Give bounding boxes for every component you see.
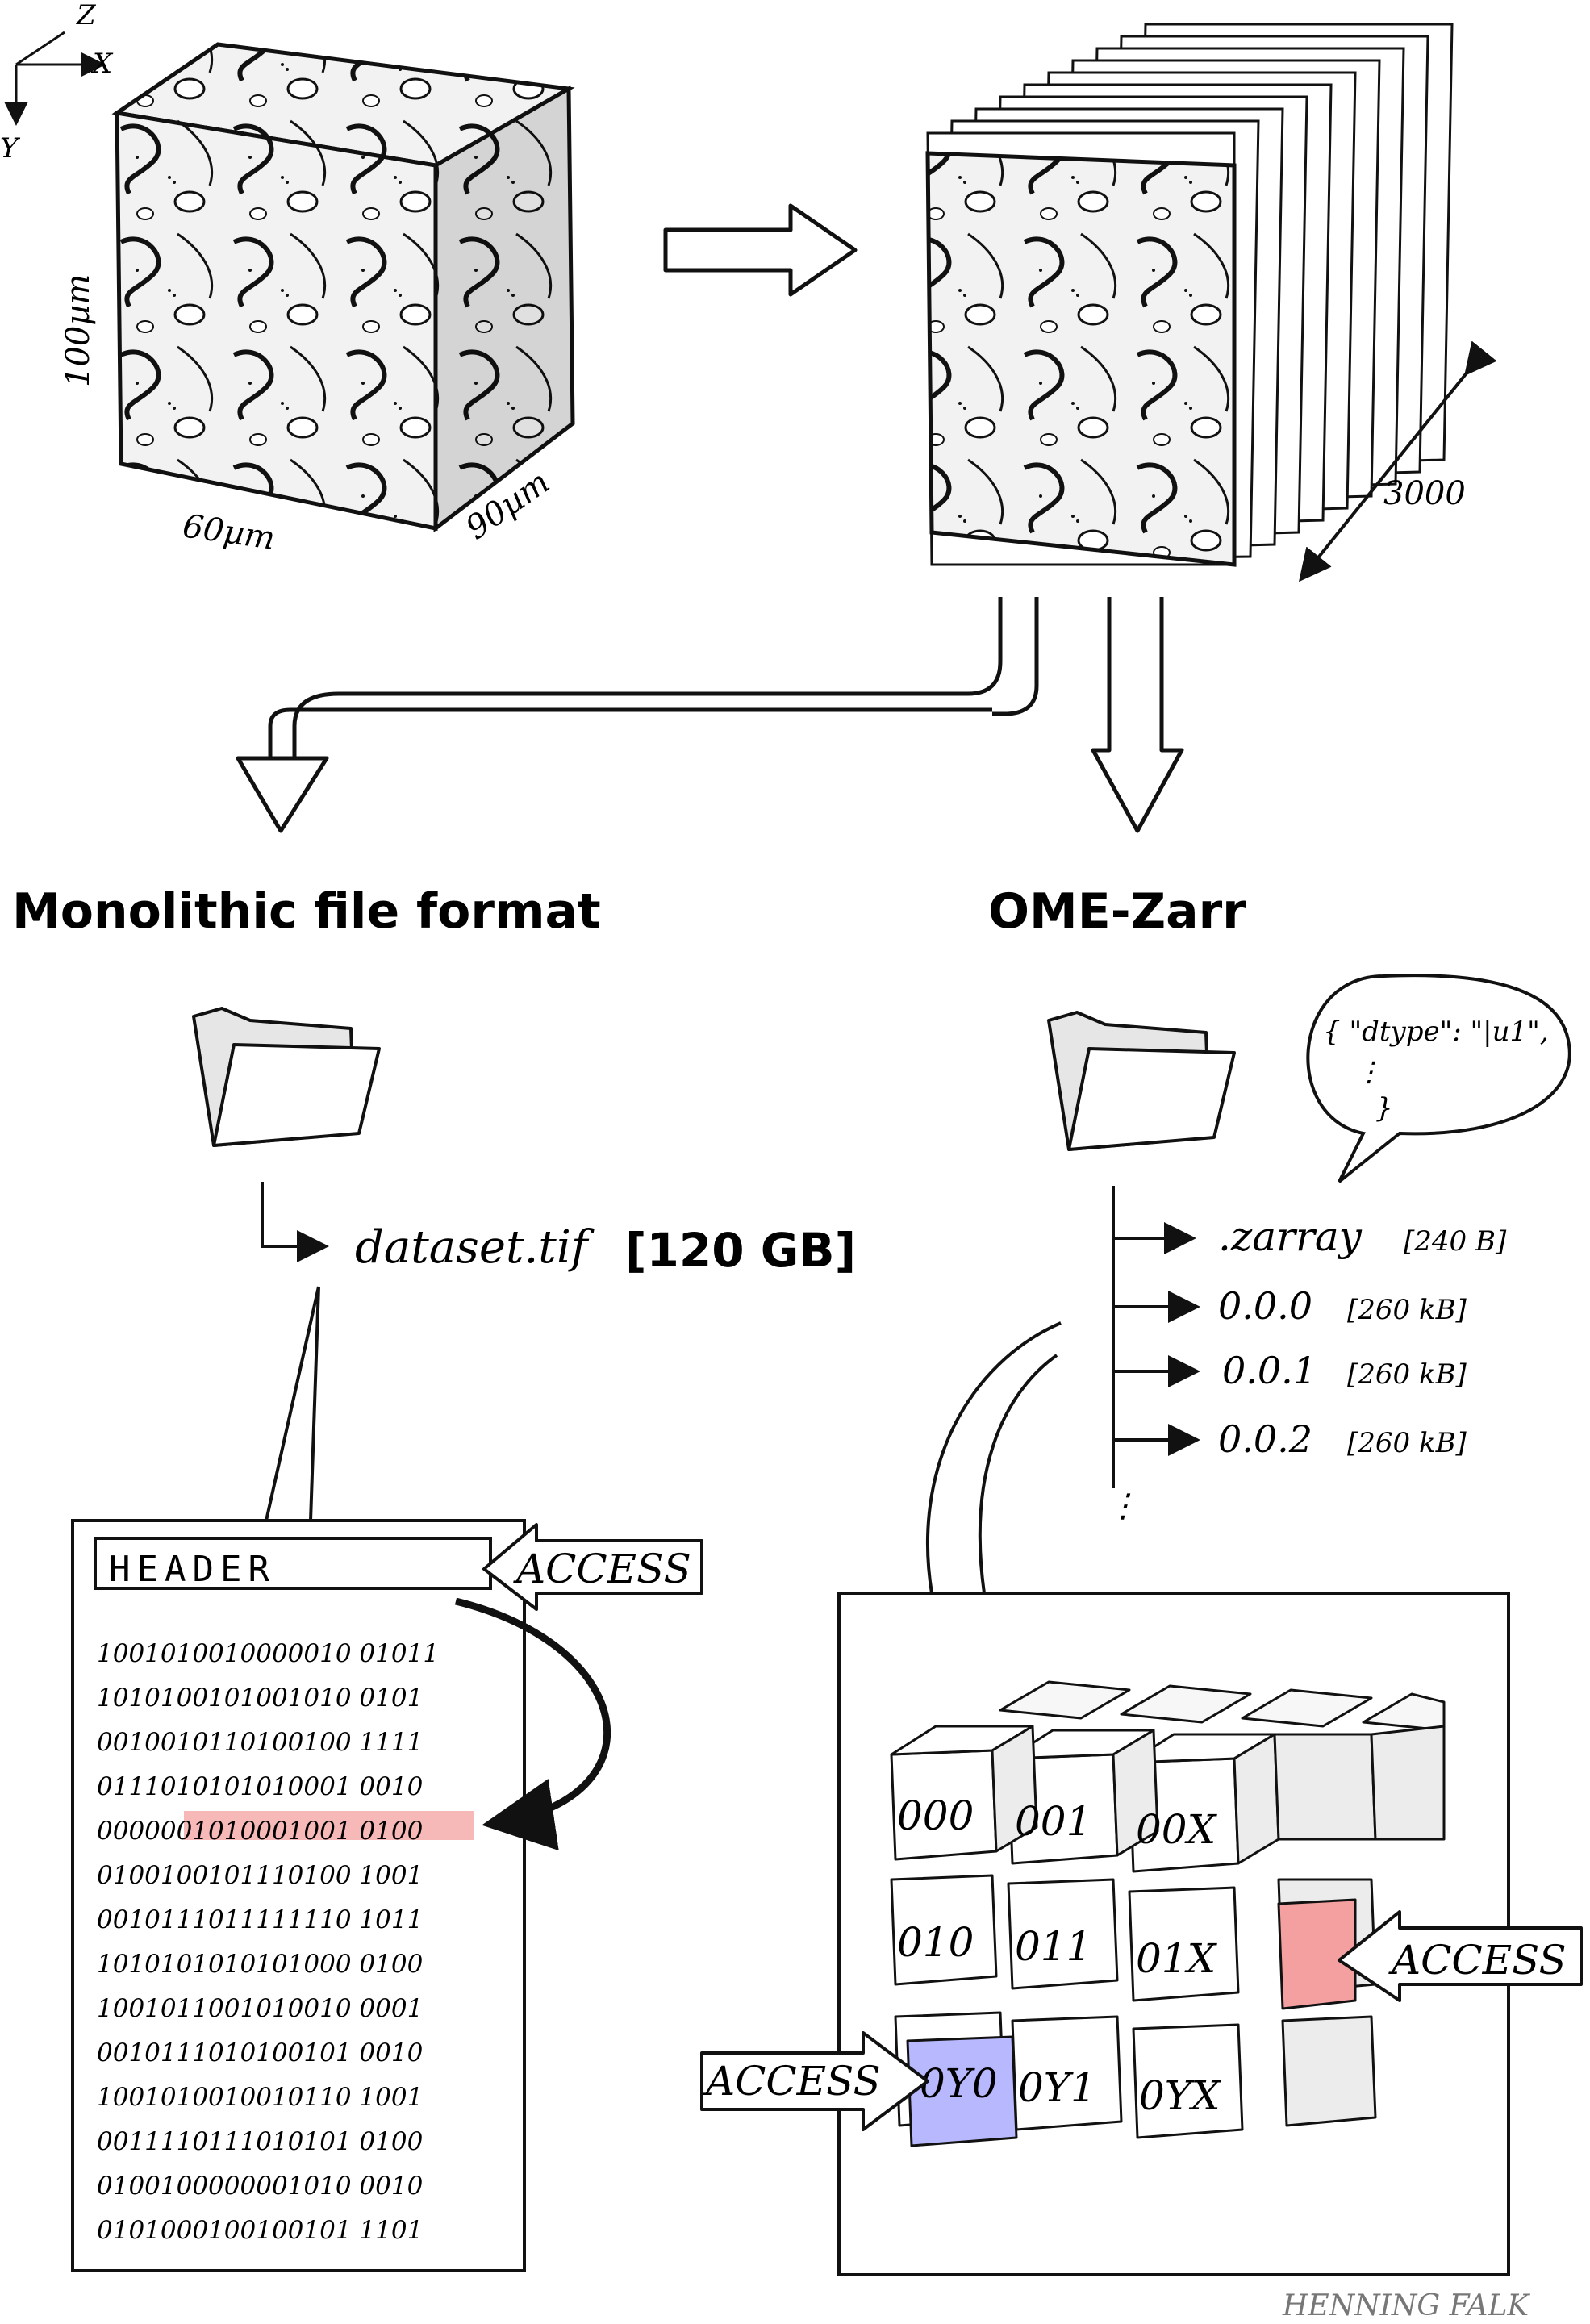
zarr-folder-icon [1047,1011,1236,1151]
binary-row: 0011110111010101 0100 [97,2127,423,2156]
monolithic-title: Monolithic file format [12,883,601,940]
binary-row: 1010100101001010 0101 [97,1684,423,1713]
slice-count-label: 3000 [1383,475,1466,512]
chunk-label: 010 [897,1919,974,1966]
chunk-label: 0Y1 [1018,2064,1096,2111]
zarr-access-left-arrow [700,2031,929,2131]
slice-stack [925,23,1497,582]
monolithic-tree-line [261,1182,329,1262]
chunk-label: 001 [1015,1798,1091,1845]
zarr-title: OME-Zarr [988,883,1246,940]
binary-row: 0101000100100101 1101 [97,2216,423,2245]
zarr-file-name: 0.0.0 [1218,1284,1312,1328]
metadata-speech-bubble [1306,974,1571,1183]
binary-row: 0010111011111110 1011 [97,1905,423,1934]
header-label: HEADER [109,1549,276,1590]
axis-x-label: X [90,48,114,80]
chunk-cubes [890,1680,1446,2147]
axis-y-label: Y [0,132,21,165]
zarr-file-name: .zarray [1218,1213,1363,1260]
chunk-label: 01X [1136,1935,1218,1982]
binary-row: 1001010010010110 1001 [97,2083,423,2112]
monolithic-file-size: [120 GB] [625,1223,856,1278]
chunk-label: 011 [1015,1923,1091,1970]
zarr-access-right-arrow [1338,1910,1583,2002]
binary-row: 0100100000001010 0010 [97,2172,423,2201]
transform-arrow [663,203,858,297]
height-label: 100µm [60,274,97,387]
zarr-file-size: [260 kB] [1347,1358,1467,1391]
chunk-label: 0YX [1139,2072,1222,2119]
chunk-highlight-blue [906,2035,1018,2147]
metadata-bubble-text: { "dtype": "|u1", [1323,1016,1549,1048]
binary-row: 1010101010101000 0100 [97,1950,423,1979]
zarr-file-name: 0.0.2 [1218,1417,1312,1461]
binary-row: 1001011001010010 0001 [97,1994,423,2023]
chunk-label: 0Y0 [920,2060,998,2107]
artist-signature: HENNING FALK [1282,2289,1530,2322]
zarr-file-size: [260 kB] [1347,1294,1467,1326]
binary-row: 0111010101010001 0010 [97,1772,423,1801]
tissue-volume-cube [111,42,575,533]
monolithic-file-contents [71,1519,611,2272]
chunk-label: 00X [1136,1806,1218,1853]
metadata-bubble-dots: ⋮ [1355,1056,1383,1088]
binary-rows: 1001010010000010 01011 1010100101001010 … [97,1639,439,2245]
monolithic-folder-icon [192,1007,381,1147]
chunk-label: 000 [897,1792,974,1839]
zarr-access-left-label: ACCESS [703,2058,881,2105]
zarr-access-right-label: ACCESS [1388,1937,1567,1984]
metadata-bubble-close: } [1375,1092,1393,1124]
width-label: 60µm [181,507,278,557]
axis-z-label: Z [76,0,97,31]
chunk-labels: 000 001 00X 010 011 01X 0Y0 0Y1 0YX [897,1792,1222,2119]
zarr-file-name: 0.0.1 [1222,1349,1317,1392]
zarr-tree-lines [1112,1186,1200,1488]
binary-row: 0100100101110100 1001 [97,1861,423,1890]
chunk-highlight-red [1277,1898,1357,2010]
binary-row: 0010111010100101 0010 [97,2038,423,2067]
binary-row: 0010010110100100 1111 [97,1728,423,1757]
file-zoom-callout [265,1286,320,1521]
zarr-file-size: [260 kB] [1347,1427,1467,1459]
zarr-more-files: ⋮ [1107,1487,1139,1525]
binary-row-highlighted: 0000001010001001 0100 [97,1817,423,1846]
monolithic-access-arrow [482,1523,703,1611]
arrow-to-zarr [1091,597,1184,833]
monolithic-access-label: ACCESS [513,1546,691,1592]
zarr-file-size: [240 B] [1404,1225,1507,1258]
binary-row: 1001010010000010 01011 [97,1639,439,1668]
axis-indicator [4,31,106,126]
zarr-zoom-callout [925,1321,1062,1594]
monolithic-file-name: dataset.tif [355,1221,595,1274]
arrow-to-monolithic [236,597,1039,833]
